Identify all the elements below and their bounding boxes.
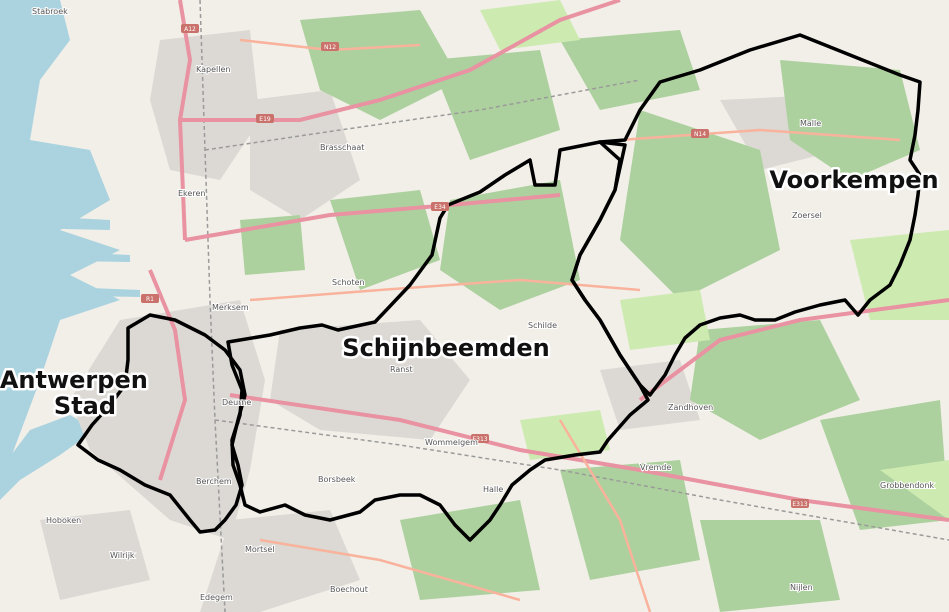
svg-text:R1: R1 [146,296,154,303]
place-label: Deurne [222,398,251,407]
svg-text:N14: N14 [694,131,706,138]
place-label: Ekeren [178,189,205,198]
svg-text:N12: N12 [324,44,336,51]
place-label: Berchem [196,477,232,486]
road-shield: E313 [471,434,489,443]
road-shield: R1 [141,294,159,303]
road-shield: A12 [181,24,199,33]
forest-areas [240,10,949,612]
place-label: Wommelgem [425,438,478,447]
region-label-voorkempen: Voorkempen [769,166,938,194]
place-label: Wilrijk [110,551,135,560]
region-label-schijnbeemden: Schijnbeemden [342,334,549,362]
region-labels: Antwerpen Stad Schijnbeemden Voorkempen [0,164,941,423]
place-label: Ranst [390,365,413,374]
svg-text:E34: E34 [434,204,446,211]
place-label: Malle [800,119,821,128]
road-shield: N12 [321,42,339,51]
place-labels: StabroekKapellenEkerenBrasschaatSchotenM… [31,6,935,603]
place-label: Boechout [330,585,368,594]
place-label: Zoersel [792,211,822,220]
place-label: Schoten [332,278,365,287]
place-label: Nijlen [790,583,813,592]
road-shield: E34 [431,202,449,211]
place-label: Borsbeek [318,475,356,484]
boundary-voorkempen[interactable] [570,33,922,397]
place-label: Kapellen [196,65,230,74]
place-label: Grobbendonk [880,481,934,490]
svg-text:E313: E313 [792,501,807,508]
svg-text:E19: E19 [259,116,271,123]
road-shield: N14 [691,129,709,138]
place-label: Merksem [212,303,249,312]
place-label: Edegem [200,593,233,602]
svg-text:E313: E313 [472,436,487,443]
road-shield: E19 [256,114,274,123]
region-label-antwerpen-stad: Antwerpen Stad [0,366,156,420]
place-label: Mortsel [245,545,275,554]
place-label: Brasschaat [320,143,364,152]
place-label: Hoboken [46,516,81,525]
svg-text:A12: A12 [184,26,196,33]
place-label: Schilde [528,321,557,330]
place-label: Zandhoven [668,403,713,412]
place-label: Stabroek [32,7,68,16]
water-bodies [0,0,140,500]
place-label: Vremde [640,463,671,472]
road-shield: E313 [791,499,809,508]
place-label: Halle [483,485,503,494]
boundary-antwerpen-stad[interactable] [76,313,247,534]
rail-lines [199,0,949,612]
